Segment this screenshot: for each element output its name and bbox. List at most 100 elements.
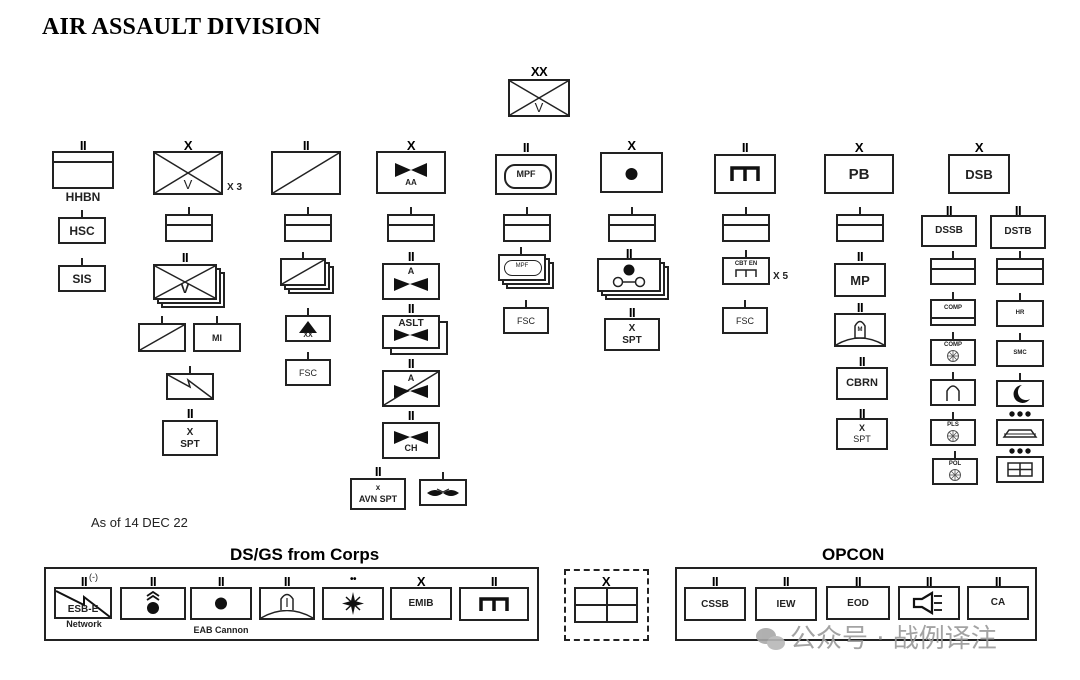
unit-band[interactable] [996,373,1044,407]
unit-military-intelligence[interactable]: II [259,574,315,622]
unit-sis[interactable]: SIS [58,258,106,292]
echelon-marker: II [741,140,749,155]
unit-pls[interactable]: PLS [930,412,976,446]
echelon-marker: X [974,140,984,155]
unit-fsc[interactable]: FSC [285,352,331,386]
unit-field-artillery-brigade[interactable]: X [600,139,663,194]
unit-dsb[interactable]: X DSB [948,140,1010,196]
unit-fsc[interactable]: FSC [722,300,768,334]
unit-label: PLS [947,422,959,428]
unit-attack-battalion[interactable]: II A [382,250,440,301]
unit-mi-company[interactable]: MI [193,316,241,352]
unit-mp-battalion[interactable]: II MP [834,250,886,299]
unit-dstb[interactable]: II DSTB [990,204,1046,249]
unit-pb[interactable]: X PB [824,140,894,196]
unit-eab-cannon[interactable]: II EAB Cannon [190,575,252,638]
unit-engineer[interactable]: II [459,575,529,622]
unit-medical-section[interactable] [996,447,1044,483]
unit-cbrn-battalion[interactable]: II CBRN [836,355,888,400]
unit-medical-company[interactable] [930,372,976,406]
unit-hq-company[interactable] [836,207,884,242]
crescent-icon [1013,385,1030,403]
unit-hq-troop[interactable] [284,207,332,242]
unit-aviation-brigade[interactable]: X AA [376,139,446,196]
unit-support-battalion[interactable]: II X SPT [836,407,888,450]
unit-eod[interactable]: II EOD [826,575,890,622]
unit-air-defense[interactable]: II [120,574,186,622]
unit-pol[interactable]: POL [932,451,978,485]
unit-label: CSSB [701,599,729,610]
unit-avn-spt-battalion[interactable]: II x AVN SPT [350,465,406,510]
unit-hq-company[interactable] [503,207,551,242]
unit-transport[interactable] [996,410,1044,446]
echelon-marker: II [79,138,87,153]
unit-iew[interactable]: II IEW [755,574,817,622]
unit-hhbn[interactable]: II HHBN [52,138,114,204]
unit-signal-company[interactable] [166,366,214,400]
unit-infantry-brigade[interactable]: X V X 3 [153,139,248,196]
aviation-bowtie-icon [394,278,428,291]
hq-bar [54,161,112,163]
unit-cavalry-troop[interactable] [138,316,186,352]
unit-ch-battalion[interactable]: II CH [382,409,440,460]
unit-emib[interactable]: X EMIB [390,575,452,622]
unit-mpf-battalion[interactable]: II MPF [495,141,557,196]
unit-assault-battalion[interactable]: II ASLT [382,302,448,355]
unit-infantry-battalion[interactable]: II V [153,251,225,308]
unit-cbt-en-companies[interactable]: CBT EN X 5 [722,250,794,285]
infantry-cross-icon [509,80,569,116]
unit-eod-section[interactable]: •• [322,574,384,622]
mpf-vehicle-icon [504,164,552,189]
unit-hr[interactable]: HR [996,293,1044,327]
echelon-marker: II [782,574,790,589]
unit-hq-company[interactable] [996,251,1044,285]
unit-cavalry-aviation-squadron[interactable]: II A [382,357,440,408]
unit-mi-battalion[interactable]: II M [834,301,886,348]
unit-fa-battery[interactable]: XX [285,308,331,342]
unit-comp-supply[interactable]: COMP [930,332,976,366]
unit-label: IEW [776,599,796,610]
unit-cavalry-troops[interactable] [280,252,336,296]
cavalry-slash-icon [281,259,325,285]
echelon-marker: II [945,203,953,218]
unit-hq-company[interactable] [165,207,213,242]
unit-cssb[interactable]: II CSSB [684,575,746,622]
unit-comp[interactable]: COMP [930,292,976,326]
unit-fsc[interactable]: FSC [503,300,549,334]
unit-mpf-companies[interactable]: MPF [498,247,556,291]
unit-hq-company[interactable] [387,207,435,242]
engineer-icon [735,269,757,277]
unit-label: SPT [853,434,871,444]
wheel-icon [947,430,959,442]
unit-smc[interactable]: SMC [996,333,1044,367]
echelon-marker: II [283,574,291,589]
wheel-icon [949,469,961,481]
unit-hq-battery[interactable] [608,207,656,242]
echelon-marker: II [994,574,1002,589]
echelon-marker: II [149,574,157,589]
unit-psyop[interactable]: II [898,575,960,622]
unit-support-battalion[interactable]: II X SPT [162,407,218,456]
unit-label: HSC [69,224,95,238]
modifier: V [180,281,190,296]
unit-hsc[interactable]: HSC [58,210,106,244]
division-symbol[interactable]: XX V [508,65,570,118]
multiplier: X 5 [773,271,789,282]
echelon-marker: X [854,140,864,155]
unit-engineer-battalion[interactable]: II [714,140,776,196]
unit-label: CBRN [846,377,878,389]
unit-attached-brigade[interactable]: X [574,575,638,626]
unit-uas-company[interactable] [419,472,467,506]
unit-cavalry-squadron[interactable]: II [271,139,341,196]
unit-hq-company[interactable] [930,251,976,285]
unit-hq-company[interactable] [722,207,770,242]
modifier: V [183,177,193,192]
unit-support-battalion[interactable]: II X SPT [604,306,660,351]
unit-ca[interactable]: II CA [967,574,1029,622]
unit-label: COMP [944,305,962,311]
dsgs-group [44,567,539,641]
unit-dssb[interactable]: II DSSB [921,203,977,247]
engineer-icon [479,597,509,611]
unit-esb-e[interactable]: II (-) ESB-E Network [54,572,114,632]
unit-towed-artillery-battalions[interactable]: II [597,247,669,300]
